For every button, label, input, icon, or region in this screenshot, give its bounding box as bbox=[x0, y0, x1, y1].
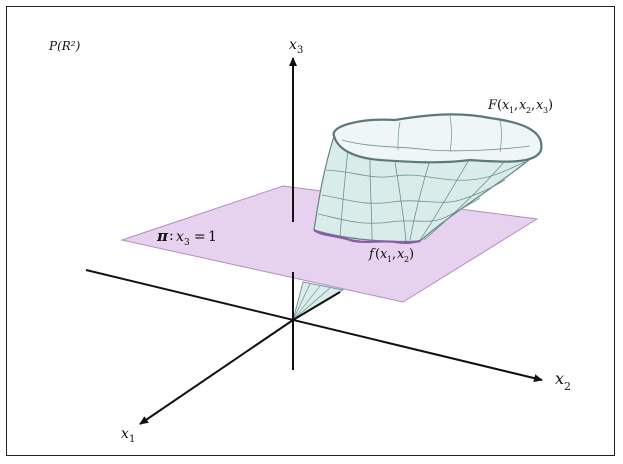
svg-text:2: 2 bbox=[526, 106, 531, 115]
x3-axis-label: x 3 bbox=[289, 37, 303, 56]
svg-text:,: , bbox=[514, 98, 518, 113]
svg-text:,: , bbox=[392, 247, 396, 262]
svg-text:(: ( bbox=[375, 247, 380, 262]
svg-text:x: x bbox=[519, 98, 527, 113]
lower-cone bbox=[292, 281, 345, 321]
x2-axis bbox=[85, 269, 543, 383]
svg-text:x: x bbox=[536, 98, 544, 113]
svg-text:1: 1 bbox=[129, 434, 135, 445]
svg-text:=: = bbox=[194, 229, 206, 245]
svg-text:3: 3 bbox=[184, 238, 190, 248]
curve-label: f ( x 1 , x 2 ) bbox=[368, 247, 414, 264]
svg-text:x: x bbox=[555, 369, 564, 388]
svg-text:f: f bbox=[368, 247, 376, 262]
svg-text:2: 2 bbox=[564, 380, 571, 393]
svg-text:): ) bbox=[409, 247, 414, 262]
x1-axis-label: x 1 bbox=[121, 426, 135, 445]
svg-text:x: x bbox=[502, 98, 510, 113]
svg-text:(: ( bbox=[497, 98, 502, 113]
surface-label: F ( x 1 , x 2 , x 3 ) bbox=[487, 98, 553, 115]
x2-axis-label: x 2 bbox=[555, 369, 571, 393]
svg-text:1: 1 bbox=[387, 255, 392, 264]
svg-text:3: 3 bbox=[543, 106, 548, 115]
svg-text::: : bbox=[169, 228, 174, 244]
diagram-frame bbox=[6, 6, 615, 456]
svg-text:x: x bbox=[397, 247, 405, 262]
space-label: P(R²) bbox=[48, 39, 81, 53]
svg-text:1: 1 bbox=[509, 106, 514, 115]
svg-text:x: x bbox=[380, 247, 388, 262]
svg-text:2: 2 bbox=[404, 255, 409, 264]
curve-f bbox=[313, 229, 421, 244]
svg-text:): ) bbox=[548, 98, 553, 113]
axes bbox=[85, 57, 543, 425]
svg-text:x: x bbox=[121, 426, 129, 442]
svg-text:1: 1 bbox=[208, 229, 217, 245]
svg-text:x: x bbox=[176, 229, 184, 245]
svg-text:F: F bbox=[487, 98, 498, 113]
svg-text:π: π bbox=[156, 227, 169, 245]
plane-label: π : x 3 = 1 bbox=[156, 227, 217, 248]
svg-text:3: 3 bbox=[297, 45, 303, 56]
svg-text:,: , bbox=[531, 98, 535, 113]
x1-axis-back bbox=[292, 291, 341, 321]
surface-F bbox=[313, 113, 543, 243]
svg-text:x: x bbox=[289, 37, 297, 53]
x1-axis bbox=[139, 319, 294, 425]
